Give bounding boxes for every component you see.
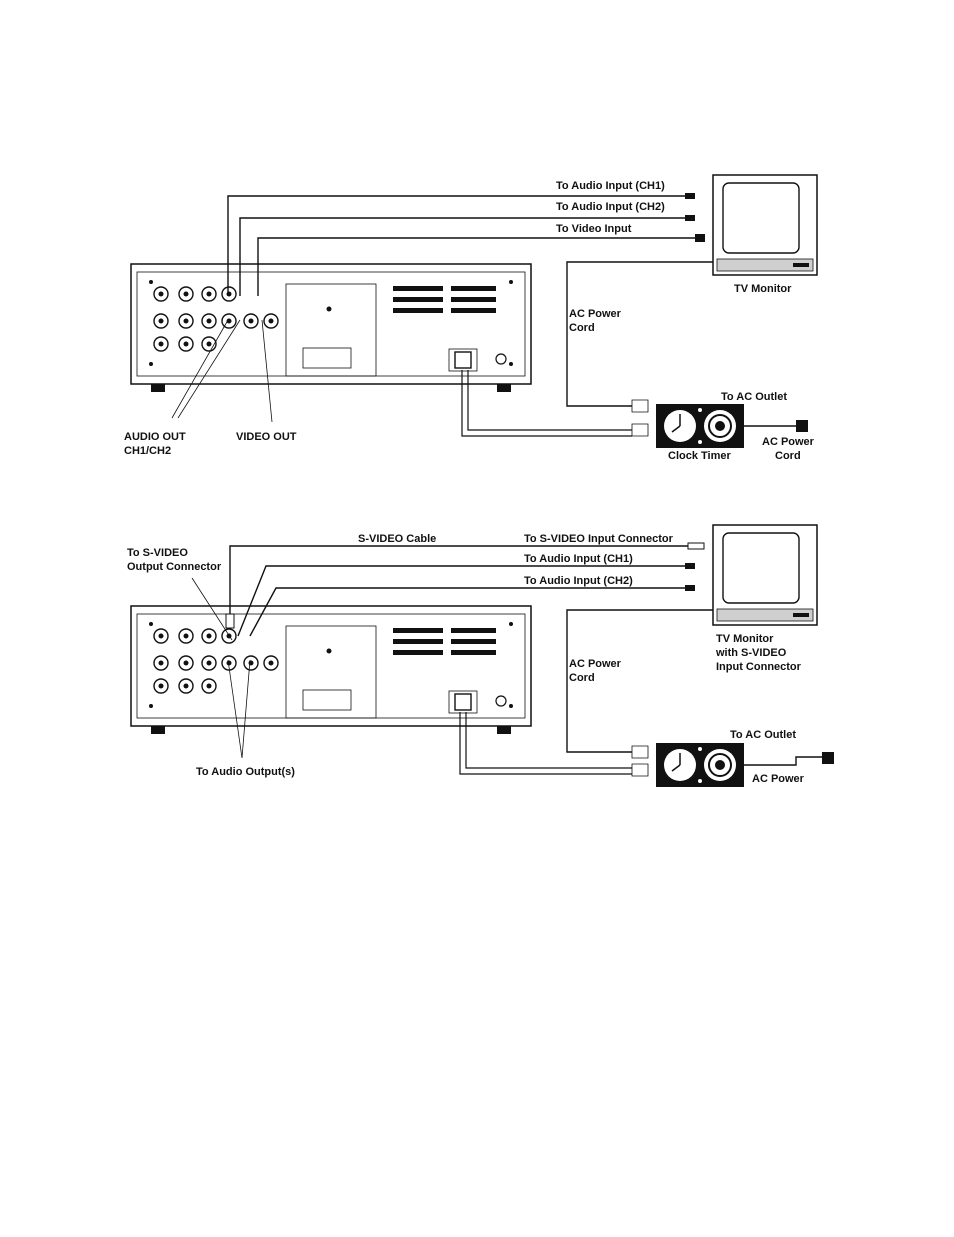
vcr-ac-power-cord-2 <box>459 712 632 775</box>
vcr-rear-panel-2 <box>130 605 532 735</box>
label-tv-with-svideo: with S-VIDEO <box>715 647 787 659</box>
wall-plug-2 <box>822 752 834 764</box>
vcr-rear-panel <box>130 263 532 393</box>
label-ac-power: AC Power <box>569 308 622 320</box>
label-svideo-cable: S-VIDEO Cable <box>358 533 436 545</box>
tv-ac-power-cord-2 <box>566 609 713 753</box>
label-tv-monitor-2: TV Monitor <box>716 633 774 645</box>
label-ac-power-right: AC Power <box>762 436 815 448</box>
label-ac-power-cord-2: Cord <box>569 672 595 684</box>
diagram-1: To Audio Input (CH1) To Audio Input (CH2… <box>124 174 818 462</box>
label-clock-timer: Clock Timer <box>668 450 731 462</box>
label-video-out: VIDEO OUT <box>236 431 297 443</box>
svideo-plug-vcr <box>225 613 235 629</box>
wall-plug <box>796 420 808 432</box>
label-tv-input-connector: Input Connector <box>716 661 802 673</box>
label-audio-out-channels: CH1/CH2 <box>124 445 171 457</box>
label-ac-power-2: AC Power <box>569 658 622 670</box>
label-video-input: To Video Input <box>556 223 632 235</box>
label-svideo-output-connector: Output Connector <box>127 561 222 573</box>
label-tv-monitor: TV Monitor <box>734 283 792 295</box>
plugs <box>631 399 649 437</box>
label-to-ac-outlet-2: To AC Outlet <box>730 729 796 741</box>
video-cable <box>257 237 695 296</box>
label-to-ac-outlet: To AC Outlet <box>721 391 787 403</box>
audio-ch2-cable-2 <box>249 587 685 637</box>
tv-monitor-svideo <box>712 524 818 626</box>
audio-out-pointer <box>171 319 241 419</box>
clock-timer-2 <box>655 742 745 788</box>
label-svideo-output: To S-VIDEO <box>127 547 188 559</box>
svideo-cable <box>229 545 688 626</box>
label-ac-power-cord: Cord <box>569 322 595 334</box>
video-out-pointer <box>261 319 273 423</box>
label-audio-outputs: To Audio Output(s) <box>196 766 295 778</box>
label-audio-out: AUDIO OUT <box>124 431 186 443</box>
audio-ch1-cable-2 <box>237 565 685 637</box>
audio-ch2-cable <box>239 217 685 296</box>
label-audio-input-ch1: To Audio Input (CH1) <box>556 180 665 192</box>
cable-plugs-2 <box>685 563 695 591</box>
cable-plugs <box>685 193 705 242</box>
vcr-ac-power-cord <box>461 370 632 437</box>
timer-ac-power-cord-2 <box>744 756 822 766</box>
label-ac-power-right-cord: Cord <box>775 450 801 462</box>
label-audio-input-ch2: To Audio Input (CH2) <box>556 201 665 213</box>
audio-ch1-cable <box>227 195 685 296</box>
svideo-out-pointer <box>191 577 233 641</box>
svideo-plug <box>687 542 705 550</box>
label-audio-input-ch2-2: To Audio Input (CH2) <box>524 575 633 587</box>
clock-timer <box>655 403 745 449</box>
label-svideo-input: To S-VIDEO Input Connector <box>524 533 674 545</box>
audio-outputs-pointer <box>227 659 251 759</box>
tv-ac-power-cord <box>566 261 713 407</box>
diagram-2: S-VIDEO Cable To S-VIDEO Input Connector… <box>127 524 834 788</box>
plugs-2 <box>631 745 649 777</box>
tv-monitor <box>712 174 818 276</box>
label-ac-power-right-2: AC Power <box>752 773 805 785</box>
label-audio-input-ch1-2: To Audio Input (CH1) <box>524 553 633 565</box>
